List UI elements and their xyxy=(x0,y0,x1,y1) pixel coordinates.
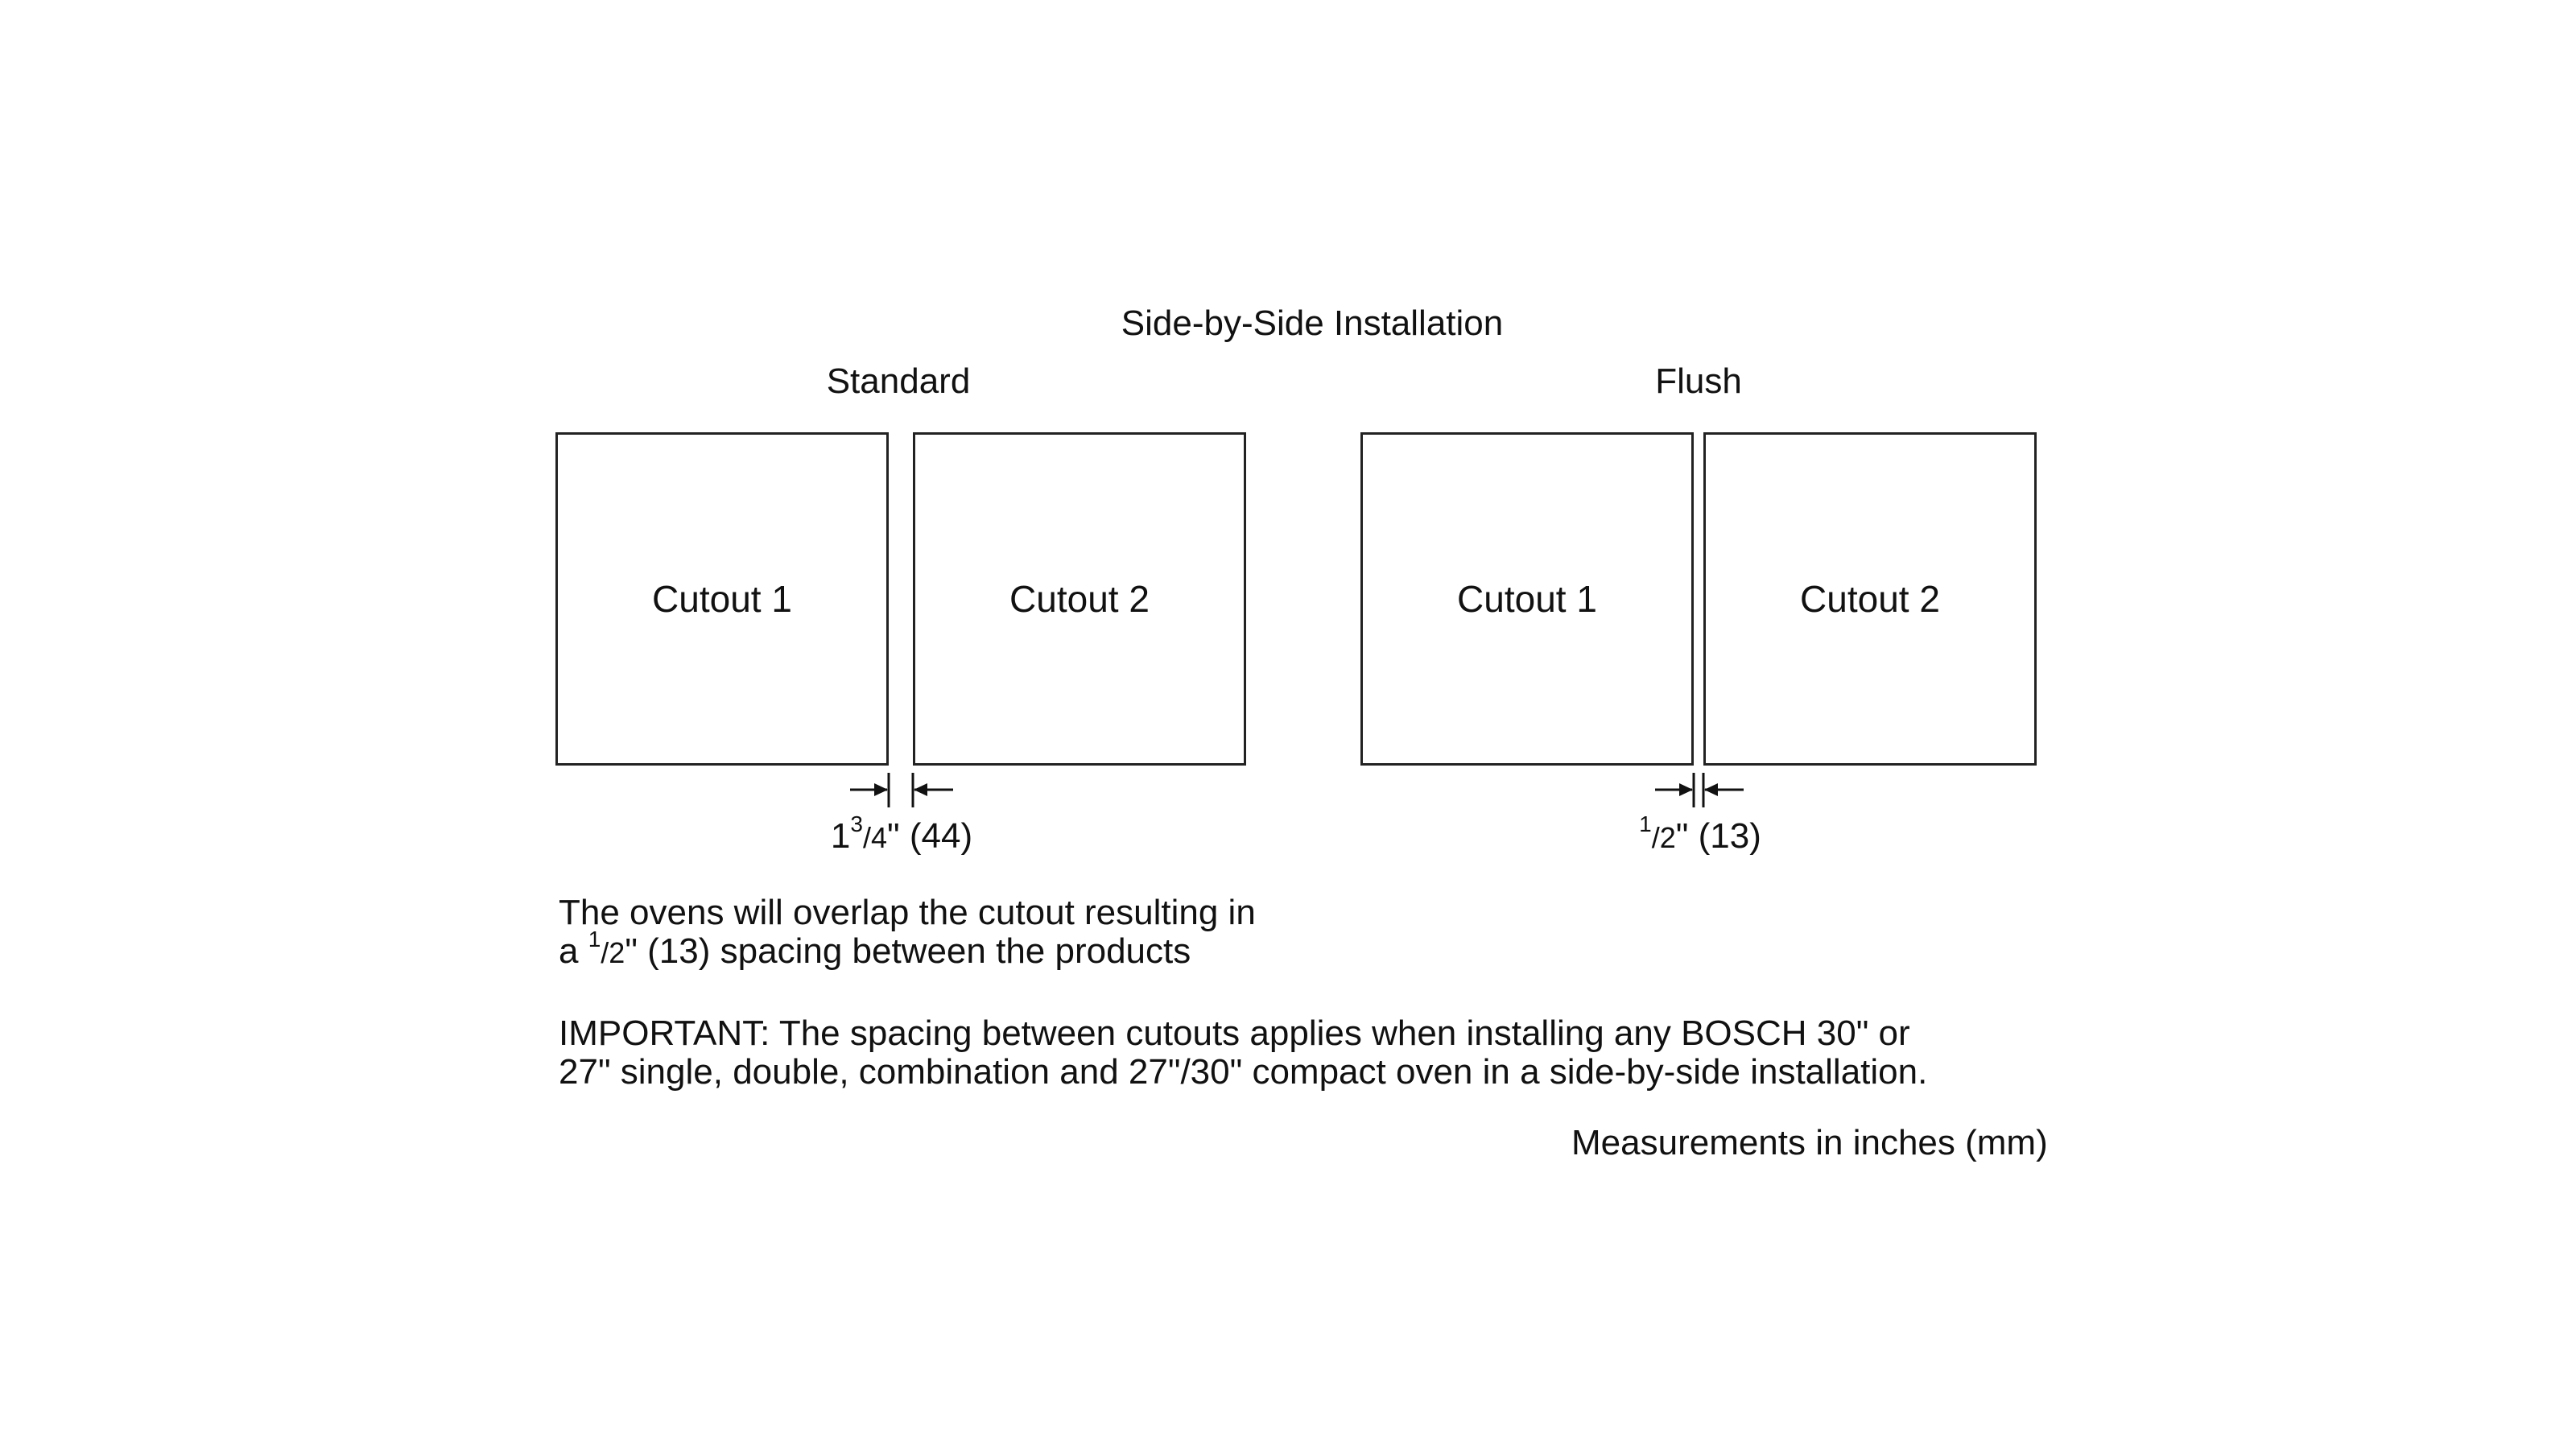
overlap-note-numerator: 1 xyxy=(588,927,601,952)
important-note-line-2: 27" single, double, combination and 27"/… xyxy=(559,1052,1928,1092)
standard-dim-rest: " (44) xyxy=(887,816,973,856)
flush-spacing-dimension: 1/2" (13) xyxy=(1639,813,1761,857)
diagram-title: Side-by-Side Installation xyxy=(1121,303,1504,343)
flush-dim-rest: " (13) xyxy=(1675,816,1761,856)
flush-heading: Flush xyxy=(1655,361,1742,401)
standard-arrowhead-left xyxy=(874,783,888,796)
flush-arrowhead-right xyxy=(1704,783,1718,796)
flush-dim-numerator: 1 xyxy=(1639,811,1652,836)
standard-dim-numerator: 3 xyxy=(850,811,863,836)
flush-dim-denominator: /2 xyxy=(1651,821,1676,854)
overlap-note-prefix: a xyxy=(559,931,588,971)
flush-cutout-1-label: Cutout 1 xyxy=(1457,578,1597,620)
flush-cutout-1: Cutout 1 xyxy=(1360,432,1694,766)
flush-cutout-2: Cutout 2 xyxy=(1703,432,2037,766)
flush-cutout-2-label: Cutout 2 xyxy=(1800,578,1940,620)
standard-cutout-2-label: Cutout 2 xyxy=(1009,578,1150,620)
important-note-line-1: IMPORTANT: The spacing between cutouts a… xyxy=(559,1013,1910,1053)
measurements-note: Measurements in inches (mm) xyxy=(1571,1123,2048,1162)
overlap-note-suffix: " (13) spacing between the products xyxy=(625,931,1191,971)
overlap-note-line-1: The ovens will overlap the cutout result… xyxy=(559,893,1256,932)
standard-dim-whole: 1 xyxy=(830,816,851,856)
overlap-note-line-2: a 1/2" (13) spacing between the products xyxy=(559,928,1191,972)
standard-cutout-2: Cutout 2 xyxy=(913,432,1246,766)
standard-cutout-1: Cutout 1 xyxy=(555,432,889,766)
standard-cutout-1-label: Cutout 1 xyxy=(652,578,792,620)
standard-spacing-dimension: 13/4" (44) xyxy=(830,813,973,857)
flush-arrowhead-left xyxy=(1679,783,1693,796)
standard-arrowhead-right xyxy=(914,783,927,796)
flush-dimension-arrows xyxy=(1655,773,1744,807)
standard-dim-denominator: /4 xyxy=(862,821,887,854)
overlap-note-denominator: /2 xyxy=(601,936,625,969)
standard-heading: Standard xyxy=(826,361,971,401)
standard-dimension-arrows xyxy=(850,773,953,807)
